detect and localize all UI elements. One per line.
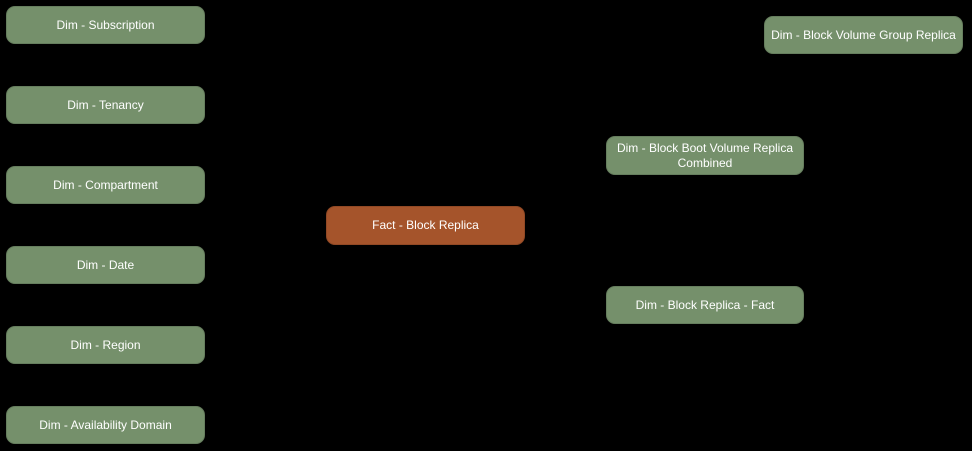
node-label: Dim - Availability Domain	[39, 417, 172, 432]
node-label: Dim - Block Volume Group Replica	[771, 27, 956, 42]
node-dim-block-boot-volume-replica-combined[interactable]: Dim - Block Boot Volume Replica Combined	[606, 136, 804, 175]
node-dim-date[interactable]: Dim - Date	[6, 246, 205, 284]
node-fact-block-replica[interactable]: Fact - Block Replica	[326, 206, 525, 245]
node-dim-block-replica-fact[interactable]: Dim - Block Replica - Fact	[606, 286, 804, 324]
node-label: Fact - Block Replica	[372, 218, 479, 232]
node-dim-subscription[interactable]: Dim - Subscription	[6, 6, 205, 44]
node-dim-region[interactable]: Dim - Region	[6, 326, 205, 364]
node-label: Dim - Tenancy	[67, 97, 144, 112]
node-label: Dim - Region	[70, 337, 141, 352]
node-label: Dim - Block Boot Volume Replica Combined	[616, 140, 794, 170]
node-dim-tenancy[interactable]: Dim - Tenancy	[6, 86, 205, 124]
node-label: Dim - Subscription	[56, 17, 155, 32]
node-dim-availability-domain[interactable]: Dim - Availability Domain	[6, 406, 205, 444]
node-label: Dim - Compartment	[53, 177, 158, 192]
node-label: Dim - Date	[76, 257, 135, 272]
node-dim-block-volume-group-replica[interactable]: Dim - Block Volume Group Replica	[764, 16, 963, 54]
node-dim-compartment[interactable]: Dim - Compartment	[6, 166, 205, 204]
node-label: Dim - Block Replica - Fact	[635, 297, 775, 312]
